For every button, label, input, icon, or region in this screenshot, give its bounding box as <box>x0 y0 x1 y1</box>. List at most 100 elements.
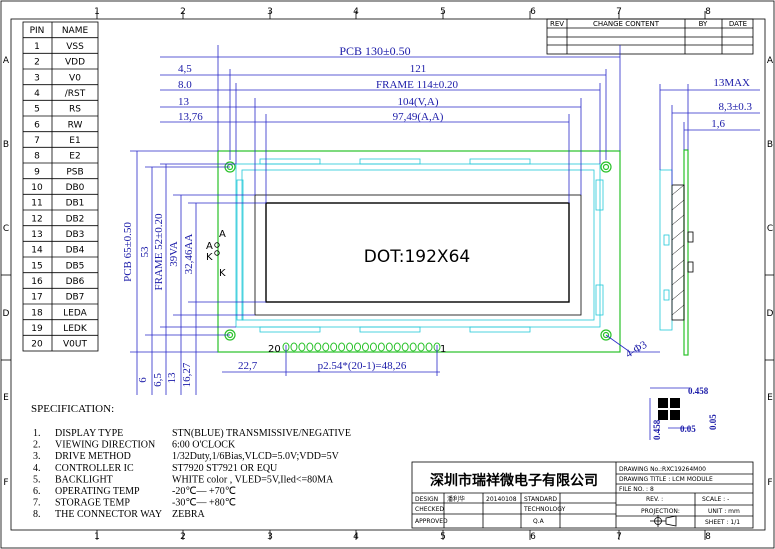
spec-key: THE CONNECTOR WAY <box>55 509 162 520</box>
row-label: D <box>767 309 774 319</box>
projection-label: PROJECTION: <box>641 508 680 515</box>
pin-number: 9 <box>34 167 40 177</box>
frame-width-dim: FRAME 114±0.20 <box>376 79 459 91</box>
detail-458b-dim: 0.458 <box>652 419 662 440</box>
aa-height-dim: 32,46AA <box>183 234 195 275</box>
drawing-title: DRAWING TITLE : LCM MODULE <box>619 476 713 483</box>
connector-pin-icon <box>314 342 322 352</box>
grid-row-labels-left: A B C D E F <box>3 56 10 488</box>
col-label: 8 <box>705 7 711 17</box>
va-offset-dim: 13 <box>178 96 190 108</box>
col-label: 7 <box>616 7 622 17</box>
pin-name: DB4 <box>66 246 85 256</box>
connector-pin-icon <box>290 342 298 352</box>
connector-pin-icon <box>369 342 377 352</box>
technology-label: TECHNOLOGY <box>523 506 566 513</box>
spec-number: 6. <box>33 486 41 497</box>
pin-name: E1 <box>69 136 80 146</box>
pin-name: LEDK <box>63 324 88 334</box>
pin-number: 16 <box>31 277 43 287</box>
mount-hole-icon <box>600 329 612 341</box>
pin-name: LEDA <box>63 308 87 318</box>
pin-number: 17 <box>31 293 42 303</box>
col-label: 3 <box>267 7 273 17</box>
pin-number: 12 <box>31 214 42 224</box>
hole-offset-dim: 4,5 <box>178 63 192 75</box>
pin-name: DB1 <box>66 199 85 209</box>
date-header: DATE <box>729 20 747 28</box>
col-label: 6 <box>530 532 536 542</box>
cathode-label-2: K <box>219 268 226 279</box>
pin-number: 5 <box>34 105 40 115</box>
pin-number: 20 <box>31 340 43 350</box>
col-label: 6 <box>530 7 536 17</box>
col-label: 2 <box>180 7 186 17</box>
spec-number: 1. <box>33 428 41 439</box>
pin-offset-dim: 22,7 <box>238 360 258 372</box>
row-label: F <box>767 478 772 488</box>
pin-name: DB3 <box>66 230 85 240</box>
row-label: A <box>3 56 10 66</box>
pin-name: E2 <box>69 152 80 162</box>
bottom-1627-dim: 16,27 <box>181 362 193 387</box>
unit-label: UNIT : mm <box>708 508 740 515</box>
spec-key: VIEWING DIRECTION <box>55 440 155 451</box>
grid-column-labels-bottom: 1 2 3 4 5 6 7 8 <box>94 532 711 542</box>
row-label: A <box>767 56 774 66</box>
active-area <box>265 202 570 303</box>
col-label: 7 <box>616 532 622 542</box>
va-width-dim: 104(V,A) <box>397 96 438 108</box>
connector-pin-icon <box>425 342 433 352</box>
pin-number: 11 <box>31 199 42 209</box>
pin-number: 13 <box>31 230 42 240</box>
connector-pin-icon <box>417 342 425 352</box>
spec-number: 5. <box>33 474 41 485</box>
pin-number: 15 <box>31 261 42 271</box>
col-label: 4 <box>353 532 359 542</box>
spec-key: CONTROLLER IC <box>55 463 134 474</box>
col-label: 3 <box>267 532 273 542</box>
spec-key: OPERATING TEMP <box>55 486 140 497</box>
pin-number: 7 <box>34 136 40 146</box>
cathode-label: K <box>206 252 213 263</box>
row-label: C <box>767 224 773 234</box>
connector-pin-icon <box>409 342 417 352</box>
pcb-height-dim: PCB 65±0.50 <box>122 222 134 282</box>
connector-pin-icon <box>330 342 338 352</box>
connector-pin-icon <box>338 342 346 352</box>
backlight-pad-icon <box>214 250 220 256</box>
spec-key: STORAGE TEMP <box>55 498 130 509</box>
spec-heading: SPECIFICATION: <box>31 403 114 415</box>
pin-number: 3 <box>34 73 40 83</box>
col-label: 1 <box>94 532 100 542</box>
frame-offset-dim: 8.0 <box>178 79 192 91</box>
spec-number: 4. <box>33 463 41 474</box>
row-label: F <box>3 478 8 488</box>
spec-number: 8. <box>33 509 41 520</box>
connector-pin-icon <box>298 342 306 352</box>
pin-name: V0UT <box>63 340 87 350</box>
pin-number: 18 <box>31 308 43 318</box>
spec-value: STN(BLUE) TRANSMISSIVE/NEGATIVE <box>172 428 351 439</box>
pin-name: DB2 <box>66 214 85 224</box>
design-date: 20140108 <box>486 496 517 503</box>
spec-number: 7. <box>33 498 41 509</box>
connector-pin-icon <box>361 342 369 352</box>
row-label: B <box>3 140 9 150</box>
standard-label: STANDARD <box>524 496 557 503</box>
connector-pin-icon <box>354 342 362 352</box>
row-label: E <box>3 393 9 403</box>
max-thickness-dim: 13MAX <box>713 77 750 89</box>
col-label: 4 <box>353 7 359 17</box>
pin-number: 1 <box>34 42 40 52</box>
col-label: 8 <box>705 532 711 542</box>
pin-number: 2 <box>34 58 40 68</box>
designer-name: 潘利华 <box>447 495 465 503</box>
grid-column-labels-top: 1 2 3 4 5 6 7 8 <box>94 7 711 17</box>
design-label: DESIGN <box>415 496 438 503</box>
rev-header: REV <box>550 20 564 28</box>
pin-number: 6 <box>34 120 40 130</box>
